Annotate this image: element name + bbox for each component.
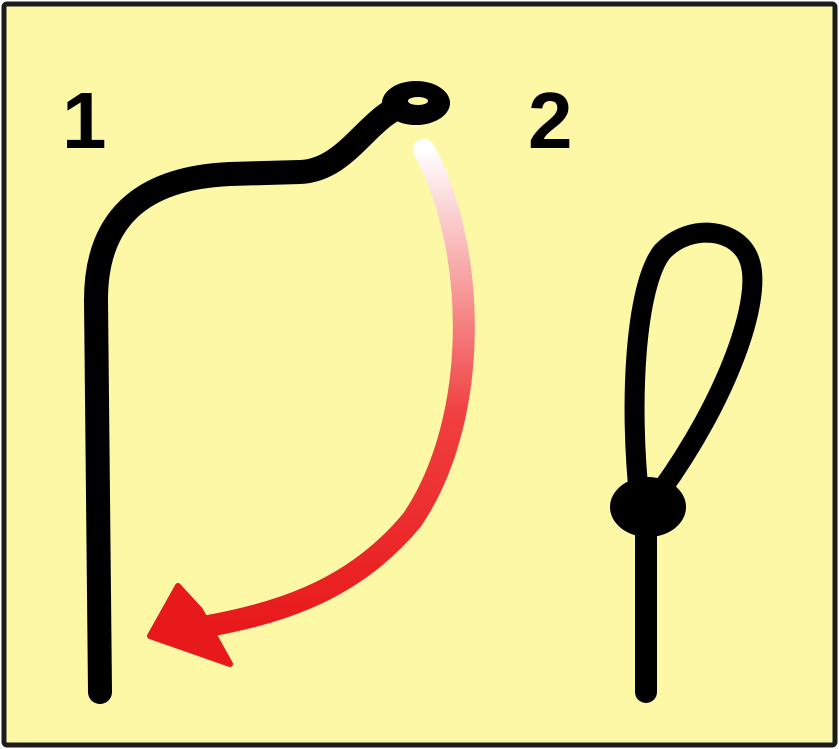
knot — [610, 477, 686, 537]
rope-end-coil — [382, 81, 450, 125]
step-label-1: 1 — [62, 76, 107, 165]
step-label-2: 2 — [528, 76, 573, 165]
